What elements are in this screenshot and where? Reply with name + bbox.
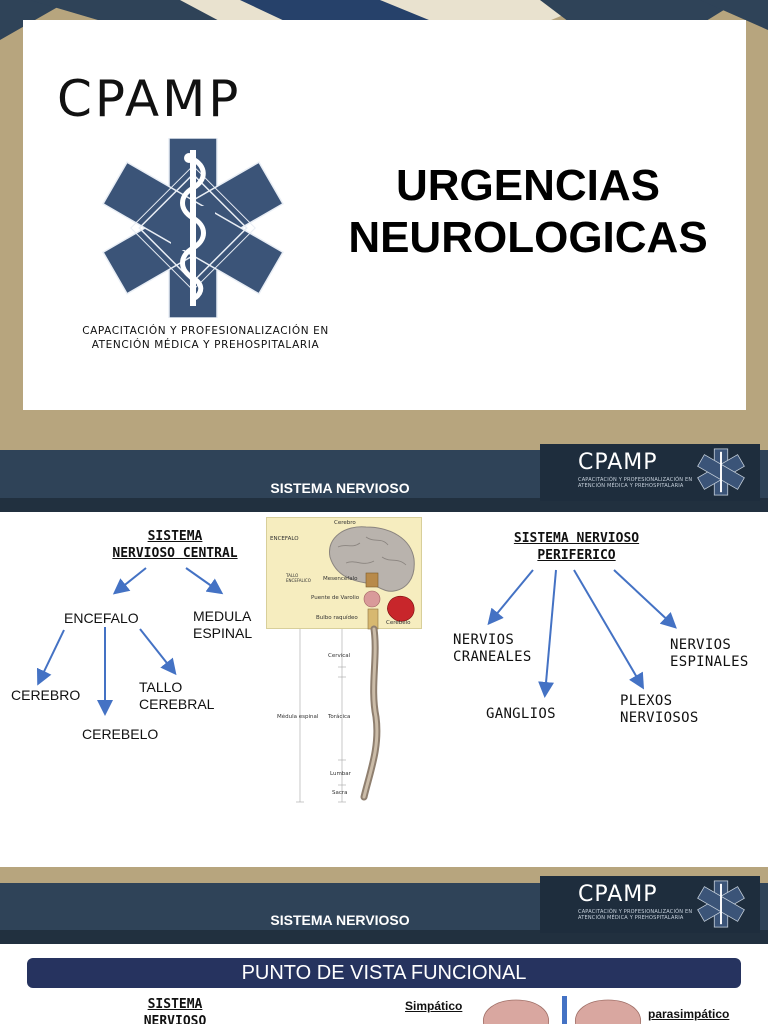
anat-toracica: Torácica: [328, 714, 351, 720]
craneales-line1: NERVIOS: [453, 632, 515, 648]
mini-logo-wordmark: CPAMP: [578, 450, 658, 475]
slide3-content: PUNTO DE VISTA FUNCIONAL SISTEMA NERVIOS…: [0, 944, 768, 1024]
tallo-line2: CEREBRAL: [139, 696, 215, 712]
slide2-header-title: SISTEMA NERVIOSO: [270, 480, 410, 496]
cerebelo-label: CEREBELO: [82, 726, 159, 742]
header-stripe: [0, 498, 768, 512]
header-stripe-3: [0, 930, 768, 944]
nervios-craneales-label: NERVIOS CRANEALES: [453, 632, 532, 666]
logo-subtitle-line2: ATENCIÓN MÉDICA Y PREHOSPITALARIA: [91, 339, 320, 351]
mini-logo-sub2: ATENCIÓN MÉDICA Y PREHOSPITALARIA: [578, 483, 684, 489]
brain-thumbnails-icon: [483, 996, 641, 1024]
brain-spine-illustration: Cerebro ENCEFALO TALLO ENCEFALICO Mesenc…: [266, 517, 426, 807]
plexos-line2: NERVIOSOS: [620, 710, 699, 726]
slide2-header-band: SISTEMA NERVIOSO CPAMP CAPACITACIÓN Y PR…: [0, 444, 768, 512]
central-title-line1: SISTEMA: [147, 529, 203, 544]
mini-logo-wordmark-3: CPAMP: [578, 882, 658, 907]
slide2-content: SISTEMA NERVIOSO CENTRAL ENCEFALO MEDULA…: [0, 512, 768, 867]
anat-lumbar: Lumbar: [330, 771, 351, 777]
anat-cerebro: Cerebro: [334, 520, 356, 526]
slide3-left-title-line2: NERVIOSO: [143, 1014, 207, 1024]
medula-line1: MEDULA: [193, 608, 252, 624]
parasimpatico-label: parasimpático: [648, 1007, 730, 1021]
slide3-left-title-line1: SISTEMA: [147, 997, 203, 1012]
title-line1: URGENCIAS: [395, 161, 661, 210]
anat-puente: Puente de Varolio: [311, 595, 360, 601]
craneales-line2: CRANEALES: [453, 649, 532, 665]
mini-star-of-life-icon: [697, 448, 745, 496]
logo-subtitle: CAPACITACIÓN Y PROFESIONALIZACIÓN EN ATE…: [33, 324, 378, 352]
anat-mesencefalo: Mesencéfalo: [323, 576, 358, 582]
title-line2: NEUROLOGICAS: [348, 213, 708, 262]
slide2-mini-logo: CPAMP CAPACITACIÓN Y PROFESIONALIZACIÓN …: [540, 444, 760, 501]
slide3-header-title: SISTEMA NERVIOSO: [270, 912, 410, 928]
mini-logo3-sub1: CAPACITACIÓN Y PROFESIONALIZACIÓN EN: [578, 909, 693, 915]
peripheral-title-line2: PERIFERICO: [537, 548, 616, 563]
cerebro-label: CEREBRO: [11, 687, 81, 703]
brain-spine-drawing: [296, 526, 415, 803]
mini-logo-subtitle: CAPACITACIÓN Y PROFESIONALIZACIÓN EN ATE…: [578, 477, 692, 489]
diagram-arrows: [36, 567, 677, 716]
espinales-line2: ESPINALES: [670, 654, 749, 670]
mini-logo-sub1: CAPACITACIÓN Y PROFESIONALIZACIÓN EN: [578, 477, 693, 483]
espinales-line1: NERVIOS: [670, 637, 732, 653]
mini-logo-subtitle-3: CAPACITACIÓN Y PROFESIONALIZACIÓN EN ATE…: [578, 909, 692, 921]
plexos-line1: PLEXOS: [620, 693, 673, 709]
medula-espinal-label: MEDULA ESPINAL: [193, 608, 252, 642]
tallo-cerebral-label: TALLO CEREBRAL: [139, 679, 214, 713]
anat-medula: Médula espinal: [277, 714, 319, 720]
central-system-title: SISTEMA NERVIOSO CENTRAL: [90, 528, 260, 562]
medula-line2: ESPINAL: [193, 625, 253, 641]
slide3-mini-logo: CPAMP CAPACITACIÓN Y PROFESIONALIZACIÓN …: [540, 876, 760, 933]
tallo-line1: TALLO: [139, 679, 183, 695]
slide-title: URGENCIAS NEUROLOGICAS: [323, 160, 733, 264]
anat-bulbo: Bulbo raquídeo: [316, 615, 358, 621]
logo-subtitle-line1: CAPACITACIÓN Y PROFESIONALIZACIÓN EN: [82, 325, 329, 337]
anat-encefalo: ENCEFALO: [270, 536, 299, 542]
logo-wordmark: CPAMP: [57, 70, 242, 128]
encefalo-label: ENCEFALO: [64, 610, 139, 626]
plexos-nerviosos-label: PLEXOS NERVIOSOS: [620, 693, 699, 727]
mini-star-of-life-icon-3: [697, 880, 745, 928]
star-of-life-logo-icon: [102, 138, 284, 318]
functional-view-banner: PUNTO DE VISTA FUNCIONAL: [27, 958, 741, 988]
anat-tallo: TALLO ENCEFALICO: [286, 573, 311, 583]
anat-cerebelo: Cerebelo: [386, 620, 411, 626]
title-slide: CPAMP CAPACITACIÓN Y PROFESIONALIZACIÓN …: [0, 0, 768, 450]
central-title-line2: NERVIOSO CENTRAL: [112, 546, 238, 561]
anat-cervical: Cervical: [328, 653, 351, 659]
slide3-left-title: SISTEMA NERVIOSO: [100, 996, 250, 1024]
ganglios-label: GANGLIOS: [486, 706, 556, 722]
nervios-espinales-label: NERVIOS ESPINALES: [670, 637, 749, 671]
slide3-header-band: SISTEMA NERVIOSO CPAMP CAPACITACIÓN Y PR…: [0, 876, 768, 944]
anat-sacra: Sacra: [332, 790, 348, 796]
title-card: CPAMP CAPACITACIÓN Y PROFESIONALIZACIÓN …: [23, 20, 746, 410]
simpatico-label: Simpático: [405, 999, 463, 1013]
peripheral-title-line1: SISTEMA NERVIOSO: [513, 531, 640, 546]
peripheral-system-title: SISTEMA NERVIOSO PERIFERICO: [484, 530, 669, 564]
mini-logo3-sub2: ATENCIÓN MÉDICA Y PREHOSPITALARIA: [578, 915, 684, 921]
